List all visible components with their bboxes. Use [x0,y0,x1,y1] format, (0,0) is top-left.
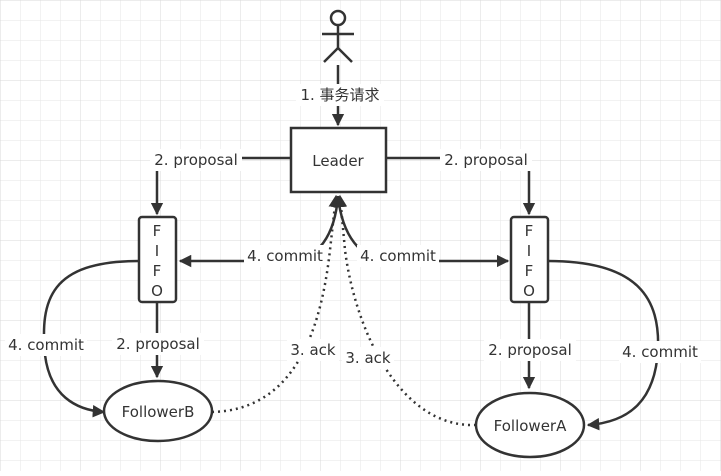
edge-label-commit-fifo-left-to-b: 4. commit [8,336,84,354]
edge-label-commit-leader-left: 4. commit [247,247,323,265]
follower-b-node: FollowerB [102,379,214,443]
fifo-left-char: O [151,282,163,300]
follower-b-label: FollowerB [122,403,195,421]
edge-proposal-leader-left: 2. proposal [150,149,291,216]
fifo-left-char: F [153,222,162,240]
leader-node-label: Leader [312,152,364,170]
leader-node: Leader [289,126,388,194]
user-actor-icon [322,9,354,63]
edge-label-proposal-leader-right: 2. proposal [444,151,528,169]
edge-label-commit-fifo-right-to-a: 4. commit [622,343,698,361]
fifo-left-node: F I F O [137,215,178,304]
fifo-right-node: F I F O [509,215,550,304]
fifo-right-char: I [527,242,531,260]
fifo-right-char: O [523,282,535,300]
fifo-right-char: F [525,222,534,240]
edge-label-ack-a: 3. ack [345,349,391,367]
edge-label-commit-leader-right: 4. commit [360,247,436,265]
edge-proposal-fifo-left-to-b: 2. proposal [112,302,204,379]
fifo-left-char: F [153,262,162,280]
follower-a-label: FollowerA [494,417,567,435]
edge-request: 1. 事务请求 [296,65,384,127]
edge-ack-a: 3. ack [334,194,477,427]
edge-commit-leader-left: 4. commit [178,195,340,268]
edge-proposal-fifo-right-to-a: 2. proposal [484,302,576,390]
fifo-right-char: F [525,262,534,280]
edge-ack-b: 3. ack [211,194,341,414]
edge-label-proposal-fifo-left-to-b: 2. proposal [116,335,200,353]
edge-label-request: 1. 事务请求 [300,86,379,104]
edge-label-proposal-fifo-right-to-a: 2. proposal [488,341,572,359]
edge-commit-fifo-left-to-b: 4. commit [5,259,140,418]
follower-a-node: FollowerA [474,391,586,459]
edge-label-proposal-leader-left: 2. proposal [154,151,238,169]
edge-commit-leader-right: 4. commit [336,195,510,268]
edge-commit-fifo-right-to-a: 4. commit [547,259,701,431]
edge-label-ack-b: 3. ack [290,341,336,359]
edge-proposal-leader-right: 2. proposal [386,149,536,216]
fifo-left-char: I [155,242,159,260]
